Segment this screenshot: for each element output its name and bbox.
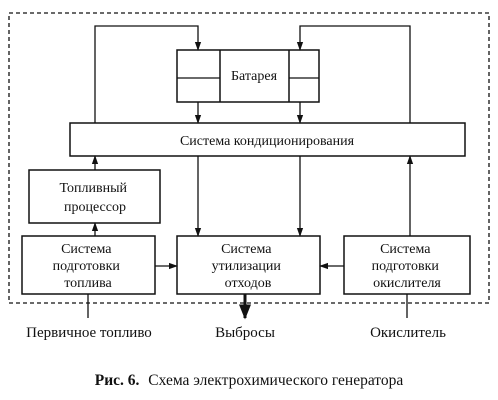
waste-utilization-block: Система утилизации отходов — [176, 235, 321, 295]
system-boundary — [8, 12, 490, 304]
waste-utilization-label: Система утилизации отходов — [212, 242, 285, 291]
conditioning-system-block: Система кондиционирования — [69, 122, 466, 157]
fuel-processor-label: Топливный процессор — [60, 181, 131, 215]
battery-block: Батарея — [176, 49, 320, 103]
fuel-preparation-line-1: Система — [61, 242, 112, 257]
fuel-processor-line-2: процессор — [64, 200, 126, 215]
figure-caption-text: Схема электрохимического генератора — [148, 372, 403, 389]
fuel-processor-block: Топливный процессор — [28, 169, 161, 224]
oxidizer-input-label: Окислитель — [370, 325, 446, 341]
emissions-label: Выбросы — [215, 325, 275, 341]
battery-label: Батарея — [231, 69, 278, 84]
conditioning-system-label: Система кондиционирования — [180, 134, 355, 149]
oxidizer-preparation-label: Система подготовки окислителя — [372, 242, 443, 291]
fuel-preparation-line-2: подготовки — [53, 259, 121, 274]
fuel-preparation-label: Система подготовки топлива — [53, 242, 124, 291]
oxidizer-preparation-block: Система подготовки окислителя — [343, 235, 471, 295]
arrow-conditioning-to-battery-left — [94, 25, 202, 123]
fuel-processor-line-1: Топливный — [60, 181, 128, 196]
flow-lines — [87, 25, 414, 318]
fuel-preparation-block: Система подготовки топлива — [21, 235, 156, 295]
oxidizer-preparation-line-3: окислителя — [373, 276, 441, 291]
waste-utilization-line-2: утилизации — [212, 259, 282, 274]
figure-caption: Рис. 6. Схема электрохимического генерат… — [95, 372, 404, 389]
waste-utilization-line-1: Система — [221, 242, 272, 257]
fuel-input-label: Первичное топливо — [26, 325, 152, 341]
figure-caption-number: Рис. 6. — [95, 372, 140, 389]
oxidizer-preparation-line-1: Система — [380, 242, 431, 257]
oxidizer-preparation-line-2: подготовки — [372, 259, 440, 274]
fuel-preparation-line-3: топлива — [64, 276, 112, 291]
arrow-conditioning-to-battery-right — [296, 25, 411, 123]
waste-utilization-line-3: отходов — [225, 276, 272, 291]
